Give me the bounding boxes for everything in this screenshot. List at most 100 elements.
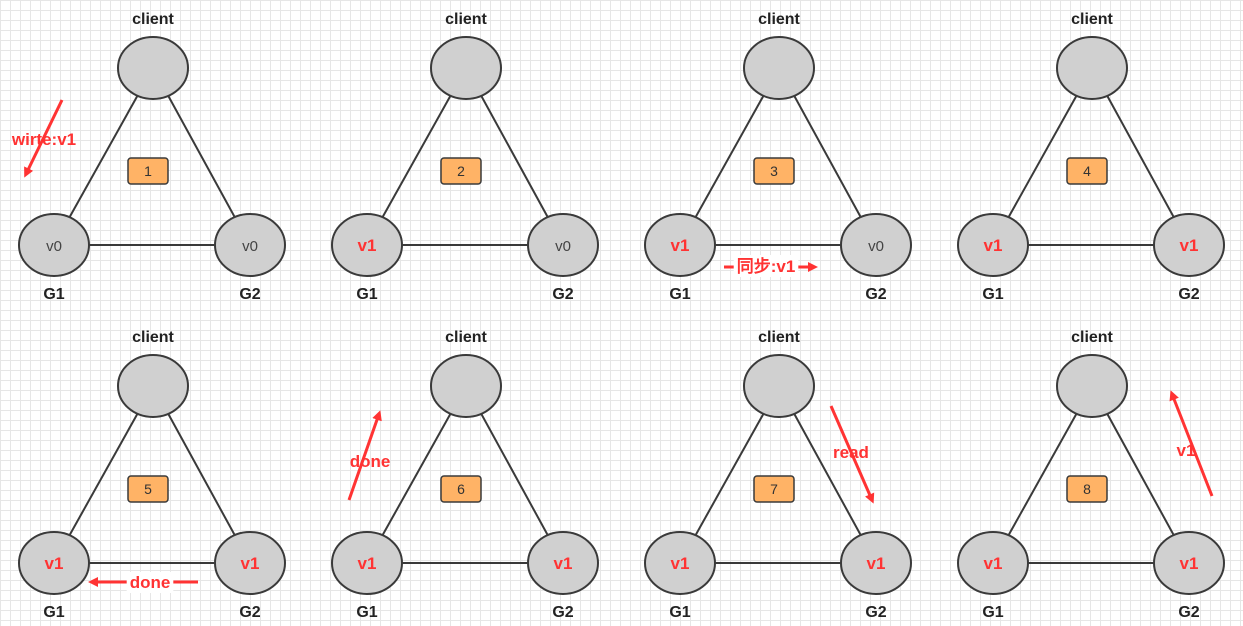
- annotation-text: done: [130, 573, 171, 592]
- g2-value: v1: [1180, 236, 1199, 255]
- g1-value: v1: [984, 554, 1003, 573]
- g2-value: v0: [242, 238, 258, 255]
- client-label: client: [132, 329, 174, 346]
- g1-label: G1: [43, 604, 64, 621]
- edge-client-g2: [1091, 385, 1190, 564]
- client-node: [743, 354, 815, 418]
- client-node: [117, 36, 189, 100]
- step-badge: [753, 157, 795, 185]
- edge-client-g2: [152, 67, 251, 246]
- g1-label: G1: [669, 604, 690, 621]
- edge-client-g1: [366, 385, 467, 564]
- g2-value: v0: [868, 238, 884, 255]
- g1-value: v1: [984, 236, 1003, 255]
- g2-node: [840, 213, 912, 277]
- client-label: client: [445, 11, 487, 28]
- step-number: 6: [457, 481, 465, 497]
- client-node: [430, 354, 502, 418]
- g1-value: v1: [358, 236, 377, 255]
- g2-value: v1: [867, 554, 886, 573]
- annotation-text: read: [833, 443, 869, 462]
- g1-label: G1: [356, 604, 377, 621]
- g2-value: v0: [555, 238, 571, 255]
- client-node: [117, 354, 189, 418]
- annotation-arrow: [24, 99, 64, 178]
- g1-value: v1: [45, 554, 64, 573]
- edge-client-g2: [778, 385, 877, 564]
- annotation-arrow: [1169, 390, 1214, 497]
- g2-label: G2: [865, 604, 886, 621]
- step-number: 4: [1083, 163, 1091, 179]
- g2-node: [527, 213, 599, 277]
- g1-label: G1: [982, 286, 1003, 303]
- g1-node: [18, 531, 90, 595]
- edge-client-g2: [1091, 67, 1190, 246]
- g1-value: v1: [671, 236, 690, 255]
- g2-node: [214, 531, 286, 595]
- client-label: client: [758, 11, 800, 28]
- g1-node: [957, 531, 1029, 595]
- edge-client-g1: [679, 385, 780, 564]
- g2-node: [527, 531, 599, 595]
- g2-value: v1: [1180, 554, 1199, 573]
- g2-node: [1153, 531, 1225, 595]
- step-badge: [127, 475, 169, 503]
- client-label: client: [1071, 11, 1113, 28]
- client-node: [1056, 36, 1128, 100]
- g1-label: G1: [669, 286, 690, 303]
- client-node: [1056, 354, 1128, 418]
- g1-node: [331, 213, 403, 277]
- annotation-text: done: [350, 452, 391, 471]
- step-number: 1: [144, 163, 152, 179]
- client-label: client: [132, 11, 174, 28]
- edge-client-g1: [992, 385, 1093, 564]
- g2-node: [1153, 213, 1225, 277]
- annotation-text: wirte:v1: [11, 130, 76, 149]
- client-label: client: [1071, 329, 1113, 346]
- step-badge: [1066, 157, 1108, 185]
- g2-label: G2: [552, 604, 573, 621]
- edge-client-g1: [53, 385, 154, 564]
- edge-client-g1: [53, 67, 154, 246]
- g1-node: [331, 531, 403, 595]
- g2-value: v1: [554, 554, 573, 573]
- client-node: [743, 36, 815, 100]
- g1-label: G1: [982, 604, 1003, 621]
- g1-node: [957, 213, 1029, 277]
- g2-value: v1: [241, 554, 260, 573]
- step-number: 3: [770, 163, 778, 179]
- g2-label: G2: [552, 286, 573, 303]
- edge-client-g2: [465, 385, 564, 564]
- g1-label: G1: [43, 286, 64, 303]
- step-badge: [440, 475, 482, 503]
- g2-label: G2: [1178, 604, 1199, 621]
- edge-client-g1: [366, 67, 467, 246]
- step-number: 2: [457, 163, 465, 179]
- g2-label: G2: [1178, 286, 1199, 303]
- annotation-arrow: [347, 410, 382, 501]
- step-number: 5: [144, 481, 152, 497]
- client-label: client: [445, 329, 487, 346]
- edge-client-g1: [679, 67, 780, 246]
- edge-client-g1: [992, 67, 1093, 246]
- g1-node: [644, 531, 716, 595]
- g1-node: [18, 213, 90, 277]
- step-badge: [1066, 475, 1108, 503]
- annotation-text: 同步:v1: [737, 256, 796, 276]
- g2-label: G2: [865, 286, 886, 303]
- edge-client-g2: [152, 385, 251, 564]
- annotation-arrow: [829, 405, 875, 504]
- step-badge: [753, 475, 795, 503]
- g1-value: v1: [671, 554, 690, 573]
- edge-client-g2: [778, 67, 877, 246]
- g2-node: [214, 213, 286, 277]
- g2-label: G2: [239, 604, 260, 621]
- g1-label: G1: [356, 286, 377, 303]
- annotation-text-backing: [733, 255, 799, 277]
